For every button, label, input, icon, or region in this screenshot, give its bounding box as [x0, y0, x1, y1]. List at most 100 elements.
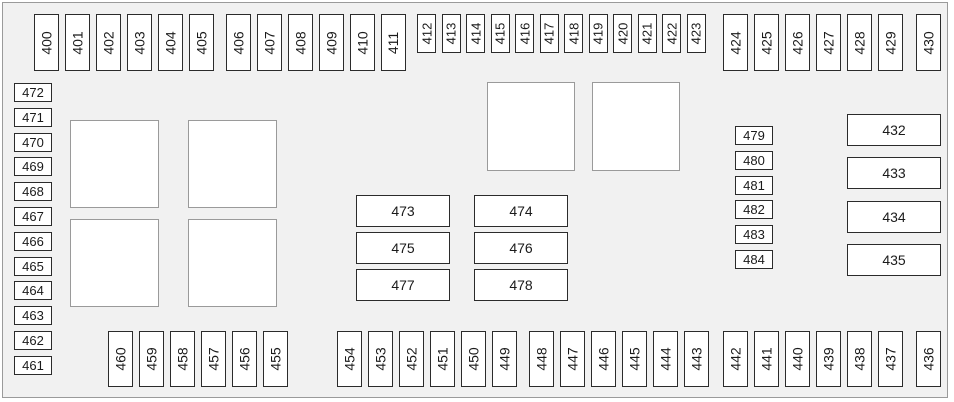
fuse-label: 414 — [468, 22, 484, 45]
fuse-402: 402 — [96, 14, 121, 71]
fuse-447: 447 — [560, 331, 585, 387]
fuse-label: 422 — [664, 22, 680, 45]
fuse-440: 440 — [785, 331, 810, 387]
fuse-label: 400 — [38, 30, 55, 55]
fuse-481: 481 — [735, 175, 773, 195]
fuse-label: 484 — [743, 252, 765, 267]
fuse-label: 449 — [496, 347, 513, 371]
fuse-label: 407 — [261, 30, 278, 55]
fuse-470: 470 — [14, 132, 52, 152]
fuse-410: 410 — [350, 14, 375, 71]
fuse-label: 434 — [882, 209, 906, 225]
fuse-label: 477 — [391, 277, 415, 293]
fuse-413: 413 — [441, 14, 461, 53]
fuse-473: 473 — [356, 195, 450, 227]
fuse-429: 429 — [878, 14, 903, 71]
fuse-437: 437 — [878, 331, 903, 387]
fuse-445: 445 — [622, 331, 647, 387]
fuse-463: 463 — [14, 306, 52, 326]
fuse-label: 470 — [22, 134, 44, 150]
fuse-405: 405 — [189, 14, 214, 71]
fuse-label: 410 — [354, 30, 371, 55]
fuse-408: 408 — [288, 14, 313, 71]
relay-block-5 — [487, 82, 575, 171]
fuse-414: 414 — [466, 14, 485, 53]
fuse-label: 465 — [22, 258, 44, 274]
fuse-455: 455 — [263, 331, 288, 387]
fuse-401: 401 — [65, 14, 90, 71]
fuse-label: 453 — [372, 347, 389, 371]
fuse-label: 446 — [595, 347, 612, 371]
fuse-label: 429 — [882, 30, 899, 55]
fuse-404: 404 — [158, 14, 183, 71]
fuse-469: 469 — [14, 157, 52, 177]
fuse-422: 422 — [662, 14, 681, 53]
fuse-464: 464 — [14, 281, 52, 301]
fuse-466: 466 — [14, 231, 52, 251]
fuse-482: 482 — [735, 200, 773, 220]
fuse-453: 453 — [368, 331, 393, 387]
fuse-label: 447 — [564, 347, 581, 371]
fuse-456: 456 — [232, 331, 257, 387]
fuse-label: 402 — [100, 30, 117, 55]
fuse-479: 479 — [735, 126, 773, 145]
fuse-443: 443 — [684, 331, 709, 387]
relay-block-2 — [188, 120, 277, 208]
fuse-label: 458 — [174, 347, 191, 371]
fuse-471: 471 — [14, 107, 52, 127]
fuse-407: 407 — [257, 14, 282, 71]
fuse-label: 476 — [509, 240, 533, 256]
fuse-label: 423 — [688, 22, 704, 45]
fuse-432: 432 — [847, 114, 941, 146]
fuse-416: 416 — [515, 14, 534, 53]
fuse-label: 403 — [131, 30, 148, 55]
fuse-421: 421 — [637, 14, 657, 53]
fuse-label: 421 — [639, 22, 655, 45]
fuse-426: 426 — [785, 14, 810, 71]
fuse-label: 420 — [615, 22, 631, 45]
fuse-label: 456 — [236, 347, 253, 371]
fuse-442: 442 — [723, 331, 748, 387]
fuse-435: 435 — [847, 244, 941, 276]
fuse-label: 463 — [22, 308, 44, 324]
fuse-label: 443 — [688, 347, 705, 371]
fuse-449: 449 — [492, 331, 517, 387]
fuse-415: 415 — [490, 14, 510, 53]
fuse-label: 406 — [230, 30, 247, 55]
fuse-425: 425 — [754, 14, 779, 71]
fuse-430: 430 — [916, 14, 941, 71]
fuse-label: 452 — [403, 347, 420, 371]
fuse-474: 474 — [474, 195, 568, 227]
fuse-label: 460 — [112, 347, 129, 371]
fuse-label: 459 — [143, 347, 160, 371]
fuse-label: 471 — [22, 109, 44, 125]
fuse-label: 437 — [882, 347, 899, 371]
fuse-label: 481 — [743, 177, 765, 193]
fuse-label: 408 — [292, 30, 309, 55]
fuse-label: 450 — [465, 347, 482, 371]
fuse-433: 433 — [847, 157, 941, 189]
fuse-457: 457 — [201, 331, 226, 387]
fuse-446: 446 — [591, 331, 616, 387]
fuse-428: 428 — [847, 14, 872, 71]
fuse-label: 466 — [22, 233, 44, 249]
relay-block-4 — [188, 219, 277, 307]
fuse-label: 445 — [626, 347, 643, 371]
fuse-label: 412 — [419, 22, 435, 45]
fuse-478: 478 — [474, 269, 568, 301]
fuse-423: 423 — [686, 14, 706, 53]
fuse-label: 473 — [391, 203, 415, 219]
fuse-label: 435 — [882, 252, 906, 268]
fuse-480: 480 — [735, 150, 773, 170]
fuse-label: 457 — [205, 347, 222, 371]
relay-block-6 — [592, 82, 680, 171]
fuse-467: 467 — [14, 207, 52, 226]
fuse-label: 404 — [162, 30, 179, 55]
fuse-454: 454 — [337, 331, 362, 387]
fuse-label: 479 — [743, 128, 765, 143]
fuse-409: 409 — [319, 14, 344, 71]
fuse-label: 441 — [758, 347, 775, 371]
fuse-label: 413 — [443, 22, 459, 45]
fuse-420: 420 — [613, 14, 632, 53]
